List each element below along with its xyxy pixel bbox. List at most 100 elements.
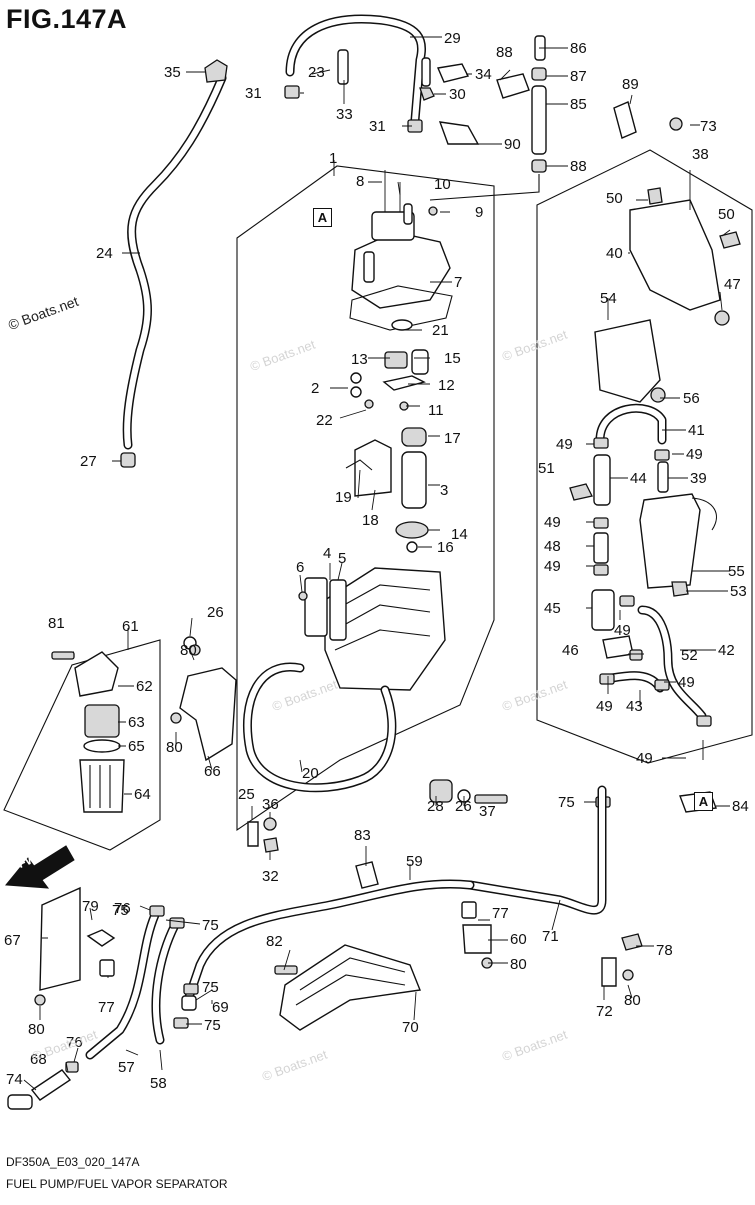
callout: 24 [96,245,113,262]
callout: 16 [437,539,454,556]
pipe-29 [421,57,431,87]
callout: 1 [329,150,337,167]
callout: 36 [262,796,279,813]
callout: 49 [678,674,695,691]
callout: 4 [323,545,331,562]
mount-28 [429,779,453,803]
callout: 71 [542,928,559,945]
joint-68 [30,1069,72,1101]
plate-5 [329,579,347,641]
plate-12 [382,375,426,391]
callout: 80 [166,739,183,756]
callout: 56 [683,390,700,407]
bracket-54 [594,319,661,403]
pump-55 [639,493,701,589]
clip-50a [647,187,663,205]
callout: 54 [600,290,617,307]
callout-labels: 1 2 3 4 5 6 7 8 9 10 11 12 13 14 15 16 1… [4,30,749,1092]
callout: 49 [544,514,561,531]
callout: 6 [296,559,304,576]
callout: 48 [544,538,561,555]
callout: 30 [449,86,466,103]
callout: 37 [479,803,496,820]
joint-45 [591,589,615,631]
callout: 49 [556,436,573,453]
callout: 32 [262,868,279,885]
filter-44 [593,454,611,506]
callout: 47 [724,276,741,293]
diagram-caption: FUEL PUMP/FUEL VAPOR SEPARATOR [6,1177,228,1191]
callout: 88 [496,44,513,61]
clip-49a [593,437,609,449]
callout: 55 [728,563,745,580]
callout: 70 [402,1019,419,1036]
wire-19 [345,459,373,471]
callout: 12 [438,377,455,394]
cap-17 [401,427,427,447]
clip-46 [602,635,634,659]
clip-77-center [461,901,477,919]
screw-22 [364,399,374,409]
clip-49f [696,715,712,727]
fwd-arrow [5,845,75,889]
callout: 62 [136,678,153,695]
callout: 19 [335,489,352,506]
callout: 63 [128,714,145,731]
reference-marker-a: A [313,208,332,227]
clip-32 [263,837,279,853]
callout: 88 [570,158,587,175]
callout: 89 [622,76,639,93]
callout: 33 [336,106,353,123]
callout: 75 [204,1017,221,1034]
screw-9 [428,206,438,216]
callout: 5 [338,550,346,567]
bolt-81 [170,712,182,724]
bracket-90 [613,101,637,139]
cushion-14 [395,521,429,539]
callout: 2 [311,380,319,397]
bracket-66 [179,667,237,762]
gasket-7 [349,285,453,331]
fuel-pump-group-outline [536,149,753,764]
callout: 65 [128,738,145,755]
callout: 22 [316,412,333,429]
callout: 40 [606,245,623,262]
callout: 75 [112,902,129,919]
callout: 86 [570,40,587,57]
hose-86 [531,85,547,155]
bracket-70 [279,944,421,1031]
clip-51 [569,483,593,501]
callout: 60 [510,931,527,948]
clip-88a [531,67,547,81]
gasket-4 [304,577,328,637]
callout: 43 [626,698,643,715]
clip-88b [531,159,547,173]
callout: 49 [636,750,653,767]
callout: 42 [718,642,735,659]
clip-79 [86,929,116,947]
bolt-80-right [622,969,634,981]
o-ring-2b [350,386,362,398]
callout: 49 [686,446,703,463]
bolt-37 [474,794,508,804]
callout: 57 [118,1059,135,1076]
callout: 35 [164,64,181,81]
callout: 26 [207,604,224,621]
callout: 69 [212,999,229,1016]
o-ring-16 [406,541,418,553]
callout: 31 [369,118,386,135]
callout: 66 [204,763,221,780]
callout: 68 [30,1051,47,1068]
callout: 80 [28,1021,45,1038]
bracket-25 [247,821,259,847]
callout: 85 [570,96,587,113]
screw-47 [714,310,730,326]
callout: 9 [475,204,483,221]
callout: 49 [596,698,613,715]
hose-48 [593,532,609,564]
clip-75-lower [173,1017,189,1029]
callout: 73 [700,118,717,135]
bracket-40 [629,199,721,311]
hose-24 [122,73,227,450]
